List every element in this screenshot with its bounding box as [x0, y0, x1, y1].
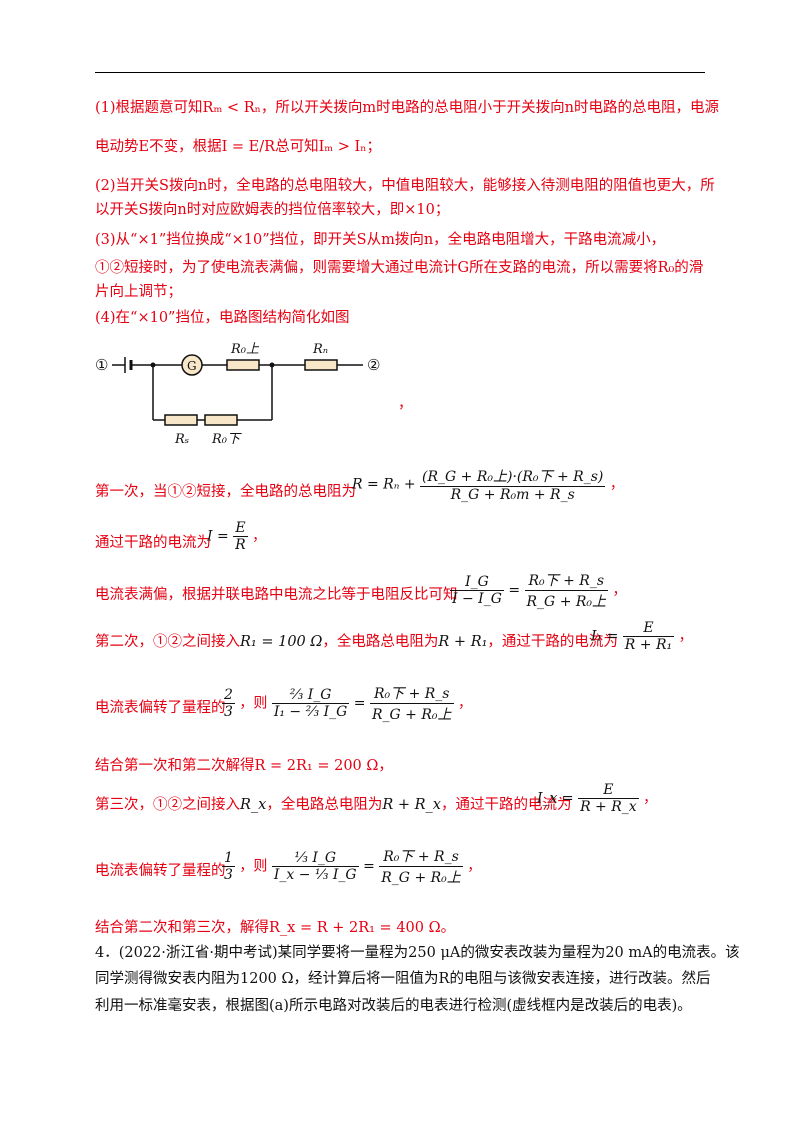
step2-tail: ， [252, 528, 267, 545]
step7-tail: ， [643, 790, 658, 807]
circuit-diagram: ① ② G R₀上 Rₙ Rₛ R₀下 [95, 342, 380, 447]
r0-down-label: R₀下 [211, 432, 242, 447]
answer-line-1b: 电动势E不变，根据I = E/R总可知Iₘ > Iₙ； [95, 139, 382, 155]
step1-denominator: R_G + R₀m + R_s [450, 487, 575, 503]
answer-line-3b: ①②短接时，为了使电流表满偏，则需要增大通过电流计G所在支路的电流，所以需要将R… [95, 260, 704, 276]
rs-label: Rₛ [174, 432, 189, 447]
step7-lhs: I_x = [537, 790, 574, 807]
step3-formula: I_G I − I_G = R₀下 + R_s R_G + R₀上 ， [450, 570, 626, 611]
step4-label-1: 第二次，①②之间接入 [95, 634, 240, 650]
step3-label: 电流表满偏，根据并联电路中电流之比等于电阻反比可知 [95, 587, 458, 603]
step1-tail: ， [609, 476, 624, 493]
step4-label-2: ，全电路总电阻为 [322, 634, 439, 650]
step5-formula: 2 3 ，则 ⅔ I_G I₁ − ⅔ I_G = R₀下 + R_s R_G … [222, 683, 472, 724]
step4-fraction: E R + R₁ [622, 620, 675, 653]
answer-line-3c: 片向上调节； [95, 284, 182, 300]
step8-numerator-left: ⅓ I_G [271, 850, 359, 867]
step1-formula: R = Rₙ + (R_G + R₀上)·(R₀下 + R_s) R_G + R… [352, 466, 624, 503]
terminal-2-label: ② [367, 356, 380, 374]
step7-line: 第三次，①②之间接入R_x，全电路总电阻为R + R_x，通过干路的电流为 [95, 795, 572, 815]
step4-line: 第二次，①②之间接入R₁ = 100 Ω，全电路总电阻为R + R₁，通过干路的… [95, 632, 618, 652]
step8-denominator-left: I_x − ⅓ I_G [273, 867, 357, 883]
step4-lhs: I₁ = [591, 628, 619, 645]
step8-mid: ，则 [239, 858, 268, 875]
step4-formula: I₁ = E R + R₁ ， [591, 620, 693, 653]
step8-range-fraction: 1 3 [222, 850, 235, 883]
step3-equals: = [508, 582, 521, 599]
step3-fraction-left: I_G I − I_G [450, 574, 504, 607]
step1-fraction: (R_G + R₀上)·(R₀下 + R_s) R_G + R₀m + R_s [420, 466, 606, 503]
step7-rx: R_x [240, 797, 267, 813]
step1-lhs: R = Rₙ + [352, 476, 416, 493]
step2-lhs: I = [207, 528, 229, 545]
step4-denominator: R + R₁ [624, 637, 673, 653]
step4-value: R₁ = 100 Ω [240, 634, 323, 650]
step3-denominator-left: I − I_G [452, 591, 502, 607]
top-rule [95, 72, 705, 73]
step3-tail: ， [612, 582, 627, 599]
step7-label-3: ，通过干路的电流为 [441, 797, 572, 813]
step5-fraction-right: R₀下 + R_s R_G + R₀上 [369, 683, 454, 724]
step5-range-denominator: 3 [224, 704, 233, 720]
step8-range-denominator: 3 [224, 867, 233, 883]
rn-label: Rₙ [312, 342, 328, 357]
step2-fraction: E R [233, 520, 248, 553]
step3-fraction-right: R₀下 + R_s R_G + R₀上 [524, 570, 609, 611]
step8-tail: ， [467, 858, 482, 875]
step5-tail: ， [457, 695, 472, 712]
step1-label: 第一次，当①②短接，全电路的总电阻为 [95, 484, 356, 500]
step7-formula: I_x = E R + R_x ， [537, 782, 657, 815]
terminal-1-label: ① [95, 356, 108, 374]
step9-line: 结合第二次和第三次，解得R_x = R + 2R₁ = 400 Ω。 [95, 920, 456, 936]
step4-label-3: ，通过干路的电流为 [487, 634, 618, 650]
step5-equals: = [353, 695, 366, 712]
step5-numerator-left: ⅔ I_G [271, 687, 350, 704]
question4-line-b: 同学测得微安表内阻为1200 Ω，经计算后将一阻值为R的电阻与该微安表连接，进行… [95, 971, 711, 987]
question4-line-c: 利用一标准毫安表，根据图(a)所示电路对改装后的电表进行检测(虚线框内是改装后的… [95, 998, 692, 1014]
step5-denominator-right: R_G + R₀上 [371, 707, 452, 723]
step5-denominator-left: I₁ − ⅔ I_G [273, 704, 348, 720]
step7-numerator: E [578, 782, 639, 799]
step8-fraction-left: ⅓ I_G I_x − ⅓ I_G [271, 850, 359, 883]
step1-numerator: (R_G + R₀上)·(R₀下 + R_s) [420, 466, 606, 487]
step8-denominator-right: R_G + R₀上 [381, 870, 461, 886]
step4-tail: ， [678, 628, 693, 645]
step2-denominator: R [235, 537, 246, 553]
step4-total: R + R₁ [438, 634, 488, 650]
step3-denominator-right: R_G + R₀上 [526, 594, 607, 610]
step5-range-fraction: 2 3 [222, 687, 235, 720]
step2-numerator: E [233, 520, 248, 537]
step8-fraction-right: R₀下 + R_s R_G + R₀上 [379, 846, 463, 887]
galvanometer-label: G [187, 359, 197, 373]
step5-fraction-left: ⅔ I_G I₁ − ⅔ I_G [271, 687, 350, 720]
figure-comma: ， [398, 396, 413, 412]
step8-equals: = [363, 858, 375, 875]
step5-numerator-right: R₀下 + R_s [369, 683, 454, 704]
answer-line-2a: (2)当开关S拨向n时，全电路的总电阻较大，中值电阻较大，能够接入待测电阻的阻值… [95, 178, 715, 194]
step3-numerator-right: R₀下 + R_s [524, 570, 609, 591]
answer-line-4: (4)在“×10”挡位，电路图结构简化如图 [95, 310, 350, 326]
step8-label: 电流表偏转了量程的 [95, 863, 226, 879]
step7-fraction: E R + R_x [578, 782, 639, 815]
answer-line-3a: (3)从“×1”挡位换成“×10”挡位，即开关S从m拨向n，全电路电阻增大，干路… [95, 232, 666, 248]
step3-numerator-left: I_G [450, 574, 504, 591]
step7-label-1: 第三次，①②之间接入 [95, 797, 240, 813]
step7-label-2: ，全电路总电阻为 [266, 797, 383, 813]
step8-formula: 1 3 ，则 ⅓ I_G I_x − ⅓ I_G = R₀下 + R_s R_G… [222, 846, 481, 887]
step8-numerator-right: R₀下 + R_s [379, 846, 463, 867]
step5-mid: ，则 [239, 695, 268, 712]
step6-line: 结合第一次和第二次解得R = 2R₁ = 200 Ω， [95, 758, 393, 774]
step2-formula: I = E R ， [207, 520, 266, 553]
step8-range-numerator: 1 [222, 850, 235, 867]
answer-line-2b: 以开关S拨向n时对应欧姆表的挡位倍率较大，即×10； [95, 202, 450, 218]
step5-range-numerator: 2 [222, 687, 235, 704]
step5-label: 电流表偏转了量程的 [95, 700, 226, 716]
step7-total: R + R_x [382, 797, 441, 813]
step7-denominator: R + R_x [580, 799, 637, 815]
answer-line-1a: (1)根据题意可知Rₘ < Rₙ，所以开关拨向m时电路的总电阻小于开关拨向n时电… [95, 100, 719, 116]
question4-line-a: 4．(2022·浙江省·期中考试)某同学要将一量程为250 μA的微安表改装为量… [95, 945, 740, 961]
r0-up-label: R₀上 [230, 342, 260, 357]
step2-label: 通过干路的电流为 [95, 535, 211, 551]
step4-numerator: E [622, 620, 675, 637]
